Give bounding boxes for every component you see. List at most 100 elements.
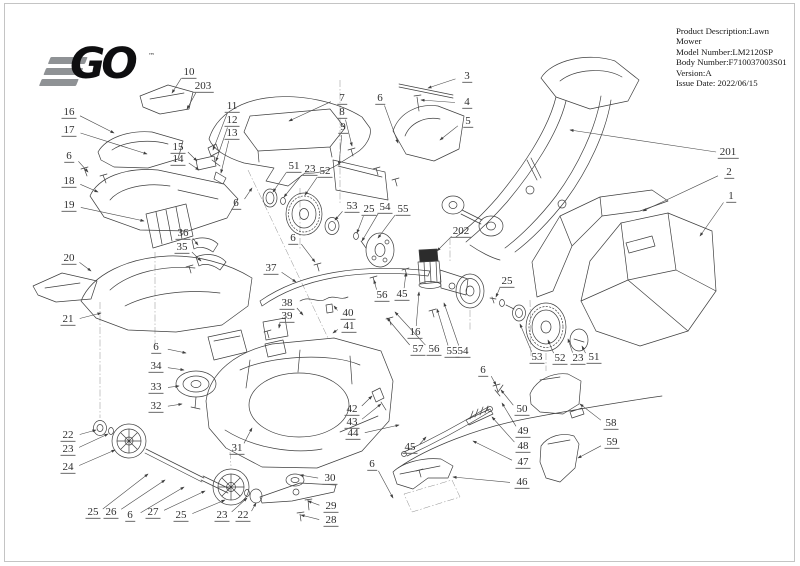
part-callout-6: 6 — [375, 91, 385, 105]
leader-line-22 — [251, 502, 257, 512]
leader-line-18 — [80, 184, 99, 193]
leader-lines — [78, 78, 724, 520]
leader-line-23 — [78, 433, 109, 448]
leader-line-15 — [187, 151, 198, 162]
leader-line-6 — [140, 486, 185, 513]
leader-line-16 — [79, 115, 115, 134]
part-bail-handle — [259, 267, 431, 307]
part-callout-21: 21 — [60, 312, 76, 326]
part-callout-11: 11 — [224, 99, 240, 113]
part-rear-washer — [499, 299, 505, 307]
part-callout-50: 50 — [514, 402, 530, 416]
part-handle-assembly — [441, 56, 640, 261]
part-callout-23: 23 — [570, 351, 586, 365]
leader-line-34 — [167, 367, 185, 371]
part-callout-35: 35 — [174, 240, 190, 254]
part-callout-6: 6 — [125, 508, 135, 522]
part-motor-assembly — [417, 248, 469, 296]
part-seal-ring — [262, 188, 278, 208]
part-callout-40: 40 — [340, 306, 356, 320]
part-blade — [259, 482, 337, 504]
leader-line-55 — [436, 308, 449, 346]
part-callout-26: 26 — [103, 505, 119, 519]
part-callout-56: 56 — [374, 288, 390, 302]
leader-line-43 — [361, 403, 382, 420]
leader-line-201 — [569, 129, 717, 153]
leader-line-22 — [79, 429, 97, 435]
part-pin-54 — [360, 240, 367, 249]
part-callout-29: 29 — [323, 499, 339, 513]
leader-line-45 — [403, 272, 408, 289]
part-callout-15: 15 — [170, 140, 186, 154]
part-callout-55: 55 — [444, 344, 460, 358]
part-height-lever — [371, 387, 387, 411]
part-callout-23: 23 — [60, 442, 76, 456]
leader-line-59 — [577, 445, 602, 459]
part-callout-20: 20 — [61, 251, 77, 265]
part-callout-2: 2 — [724, 165, 734, 179]
part-callout-24: 24 — [60, 460, 76, 474]
part-rear-skirt — [392, 458, 454, 490]
part-callout-56: 56 — [426, 342, 442, 356]
leader-line-10 — [171, 78, 182, 94]
part-callout-16: 16 — [61, 105, 77, 119]
part-callout-23: 23 — [302, 162, 318, 176]
part-callout-6: 6 — [231, 196, 241, 210]
leader-line-37 — [281, 271, 297, 283]
part-callout-6: 6 — [367, 457, 377, 471]
issue-date-line: Issue Date: 2022/06/15 — [676, 78, 758, 89]
part-callout-42: 42 — [344, 402, 360, 416]
leader-line-6 — [244, 187, 253, 200]
part-callout-49: 49 — [515, 424, 531, 438]
part-blade-bolt — [296, 498, 313, 522]
part-callout-54: 54 — [377, 200, 393, 214]
part-callout-48: 48 — [515, 439, 531, 453]
leader-line-202 — [436, 236, 452, 252]
part-callout-25: 25 — [499, 274, 515, 288]
part-front-washer — [108, 427, 114, 435]
part-callout-58: 58 — [603, 416, 619, 430]
leader-line-6 — [301, 243, 316, 263]
part-blade-hub — [285, 473, 305, 487]
part-front-cover — [97, 131, 184, 169]
leader-line-58 — [579, 403, 602, 421]
leader-line-5 — [439, 125, 459, 141]
leader-line-55 — [377, 215, 396, 239]
part-duct-arcs — [191, 237, 227, 271]
part-callout-22: 22 — [235, 508, 251, 522]
part-callout-201: 201 — [717, 145, 739, 159]
part-side-cover — [89, 169, 239, 232]
part-callout-47: 47 — [515, 455, 531, 469]
part-callout-57: 57 — [410, 342, 426, 356]
leader-line-47 — [472, 440, 513, 461]
leader-line-54 — [361, 213, 379, 242]
leader-line-17 — [80, 132, 148, 155]
leader-line-42 — [361, 395, 373, 407]
leader-line-11 — [212, 113, 228, 151]
part-callout-203: 203 — [192, 79, 214, 93]
part-callout-25: 25 — [85, 505, 101, 519]
title-block: Product Description:Lawn Mower Model Num… — [676, 26, 794, 88]
part-bag-frame — [531, 189, 669, 298]
body-number-line: Body Number:F710037003S01 — [676, 57, 787, 68]
leader-line-49 — [501, 402, 517, 427]
leader-line-51 — [272, 172, 287, 193]
part-callout-43: 43 — [344, 415, 360, 429]
leader-line-56 — [394, 311, 426, 346]
leader-line-46 — [452, 475, 511, 483]
part-callout-10: 10 — [181, 65, 197, 79]
part-callout-33: 33 — [148, 380, 164, 394]
leader-line-16 — [415, 291, 421, 327]
part-callout-51: 51 — [586, 350, 602, 364]
leader-line-56 — [373, 279, 377, 290]
part-callout-34: 34 — [148, 359, 164, 373]
part-callout-6: 6 — [151, 340, 161, 354]
part-callout-4: 4 — [462, 95, 472, 109]
part-callout-51: 51 — [286, 159, 302, 173]
leader-line-6 — [167, 348, 187, 354]
leader-line-9 — [337, 134, 342, 166]
part-blade-fan — [175, 370, 217, 410]
leader-line-28 — [300, 514, 320, 520]
part-callout-54: 54 — [455, 344, 471, 358]
